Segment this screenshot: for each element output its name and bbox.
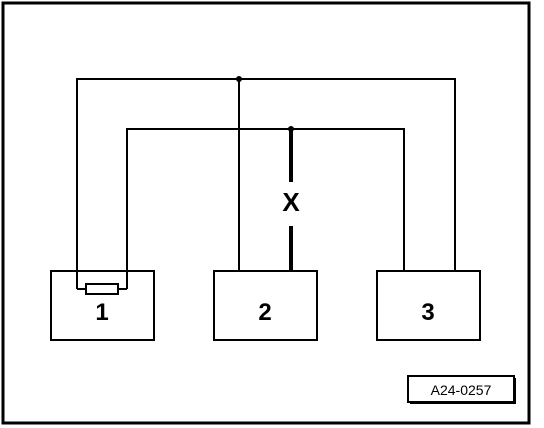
component-label-2: 2: [258, 299, 271, 326]
lower-wire: [126, 128, 405, 283]
reference-code: A24-0257: [431, 382, 492, 398]
component-label-3: 3: [421, 299, 434, 326]
upper-wire: [76, 78, 456, 283]
resistor-icon: [85, 283, 119, 295]
outer-frame: [1, 1, 531, 425]
component-box-2: [213, 270, 318, 341]
lower-junction-dot: [288, 126, 294, 132]
component-label-1: 1: [95, 299, 108, 326]
component-box-1: [50, 270, 155, 341]
component-box-3: [376, 270, 481, 341]
test-wire-label: X: [282, 187, 300, 217]
upper-junction-dot: [236, 76, 242, 82]
